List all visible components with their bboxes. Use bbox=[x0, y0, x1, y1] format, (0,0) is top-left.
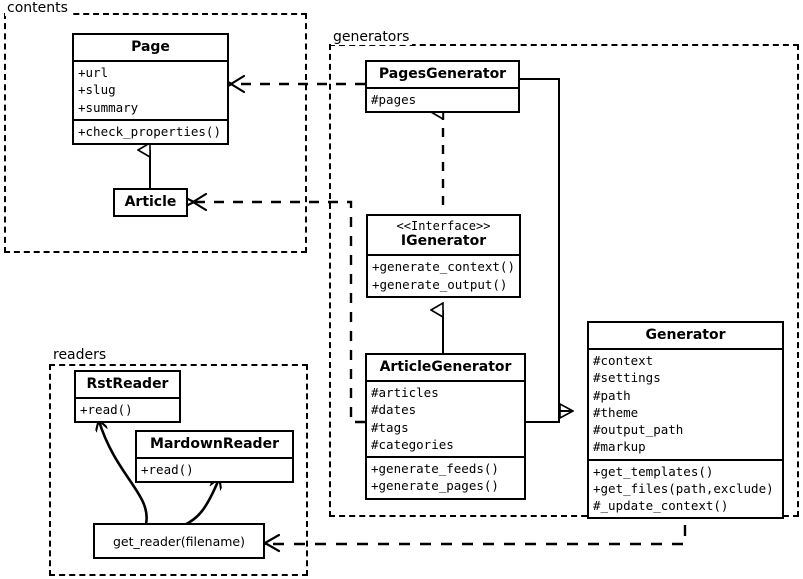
class-igenerator-operations: +generate_context() +generate_output() bbox=[368, 254, 519, 296]
class-generator-operations: +get_templates() +get_files(path,exclude… bbox=[589, 458, 782, 518]
class-generator[interactable]: Generator #context #settings #path #them… bbox=[587, 321, 784, 520]
function-get-reader[interactable]: get_reader(filename) bbox=[93, 523, 265, 559]
package-generators-label: generators bbox=[331, 29, 413, 45]
class-articlegenerator[interactable]: ArticleGenerator #articles #dates #tags … bbox=[365, 353, 526, 500]
class-page-attributes: +url +slug +summary bbox=[74, 60, 227, 119]
class-pagesgenerator[interactable]: PagesGenerator #pages bbox=[365, 60, 520, 114]
attribute: #dates bbox=[371, 402, 417, 418]
class-page[interactable]: Page +url +slug +summary +check_properti… bbox=[72, 33, 229, 146]
class-igenerator[interactable]: <<Interface>> IGenerator +generate_conte… bbox=[366, 214, 521, 298]
attribute: +url bbox=[78, 65, 109, 81]
class-rstreader[interactable]: RstReader +read() bbox=[74, 370, 181, 424]
class-page-operations: +check_properties() bbox=[74, 118, 227, 143]
attribute: #path bbox=[593, 387, 631, 403]
attribute: +slug bbox=[78, 82, 116, 98]
class-page-name: Page bbox=[131, 39, 170, 55]
operation: +read() bbox=[80, 402, 133, 418]
class-articlegenerator-name: ArticleGenerator bbox=[379, 359, 512, 375]
class-igenerator-stereotype: <<Interface>> bbox=[396, 219, 491, 233]
attribute: #tags bbox=[371, 419, 409, 435]
package-contents bbox=[4, 13, 307, 253]
class-article-name: Article bbox=[124, 194, 177, 210]
operation: +generate_feeds() bbox=[371, 461, 499, 477]
class-mardownreader-name: MardownReader bbox=[150, 436, 279, 452]
function-get-reader-label: get_reader(filename) bbox=[113, 533, 245, 549]
class-mardownreader[interactable]: MardownReader +read() bbox=[135, 430, 294, 484]
operation: +read() bbox=[141, 462, 194, 478]
operation: +generate_output() bbox=[372, 276, 508, 292]
attribute: #output_path bbox=[593, 422, 684, 438]
operation: #_update_context() bbox=[593, 498, 729, 514]
class-mardownreader-operations: +read() bbox=[137, 457, 292, 481]
attribute: +summary bbox=[78, 99, 139, 115]
class-generator-attributes: #context #settings #path #theme #output_… bbox=[589, 348, 782, 459]
package-readers-label: readers bbox=[51, 347, 110, 363]
class-igenerator-name: IGenerator bbox=[400, 233, 487, 250]
class-generator-name: Generator bbox=[645, 327, 726, 343]
class-pagesgenerator-name: PagesGenerator bbox=[378, 66, 507, 82]
operation: +check_properties() bbox=[78, 123, 221, 139]
package-contents-label: contents bbox=[5, 0, 71, 16]
attribute: #settings bbox=[593, 370, 661, 386]
attribute: #markup bbox=[593, 439, 646, 455]
operation: +get_templates() bbox=[593, 463, 714, 479]
operation: +get_files(path,exclude) bbox=[593, 480, 774, 496]
attribute: #pages bbox=[371, 92, 417, 108]
class-pagesgenerator-attributes: #pages bbox=[367, 87, 518, 111]
operation: +generate_pages() bbox=[371, 478, 499, 494]
attribute: #categories bbox=[371, 436, 454, 452]
class-rstreader-operations: +read() bbox=[76, 397, 179, 421]
attribute: #theme bbox=[593, 404, 639, 420]
class-rstreader-name: RstReader bbox=[86, 376, 169, 392]
class-articlegenerator-attributes: #articles #dates #tags #categories bbox=[367, 380, 524, 456]
operation: +generate_context() bbox=[372, 259, 515, 275]
package-readers bbox=[49, 364, 308, 576]
class-articlegenerator-operations: +generate_feeds() +generate_pages() bbox=[367, 456, 524, 498]
attribute: #articles bbox=[371, 385, 439, 401]
class-article[interactable]: Article bbox=[113, 188, 188, 218]
attribute: #context bbox=[593, 353, 654, 369]
